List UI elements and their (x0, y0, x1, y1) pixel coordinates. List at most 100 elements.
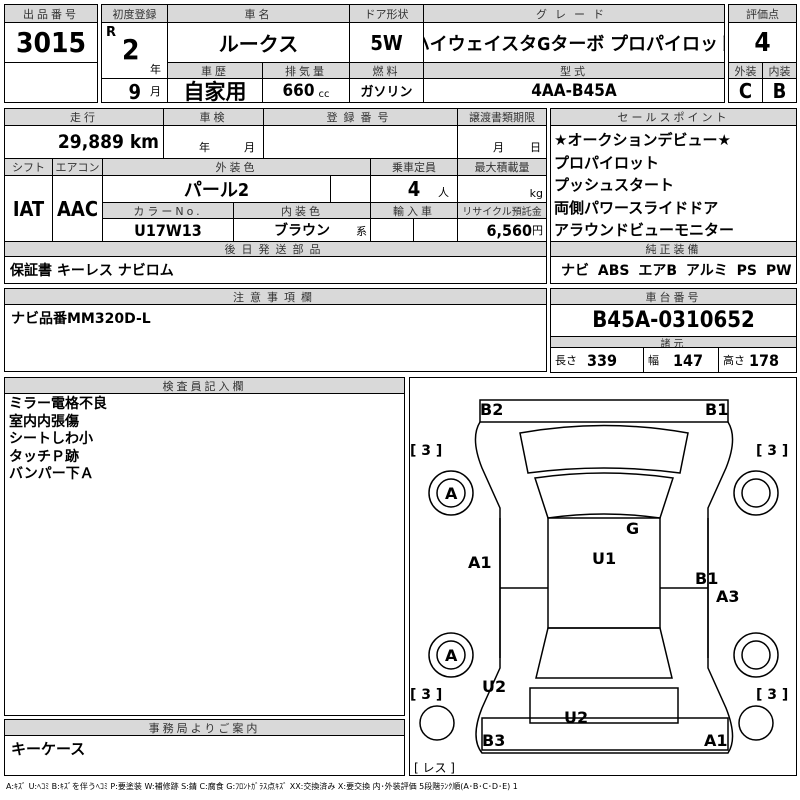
fuel-label: 燃料 (349, 62, 424, 79)
capacity-value: 4 (407, 177, 421, 201)
rear-window (535, 627, 673, 679)
reg-number-label: 登録番号 (263, 108, 458, 126)
mark: [ レス ] (414, 761, 455, 775)
chassis-label: 車台番号 (550, 288, 797, 305)
fuel-value: ガソリン (349, 78, 424, 103)
mark: G (626, 519, 639, 538)
max-load: kg (457, 175, 547, 203)
shift-label: シフト (4, 158, 53, 176)
import-cell-2 (413, 218, 458, 242)
transfer-label: 譲渡書類期限 (457, 108, 547, 126)
color-no-label: カラーNo. (102, 202, 234, 219)
wheel-rl (428, 632, 474, 678)
history-value: 自家用 (167, 78, 263, 103)
inspector-label: 検査員記入欄 (4, 377, 405, 394)
mark: U2 (564, 708, 588, 727)
first-reg-month: 9 月 (101, 78, 168, 103)
mark: [ 3 ] (756, 443, 788, 459)
mileage-label: 走行 (4, 108, 164, 126)
lot-number: 3015 (4, 22, 98, 63)
era: R (106, 25, 117, 40)
displacement: 660 cc (262, 78, 350, 103)
rear-bumper (481, 717, 729, 751)
wheel-rr (733, 632, 779, 678)
later-parts-label: 後日発送部品 (4, 241, 547, 257)
mark: [ 3 ] (410, 443, 442, 459)
height-label: 高さ (723, 354, 745, 367)
spare-wheel-left (419, 705, 455, 741)
max-load-label: 最大積載量 (457, 158, 547, 176)
sales-point: プッシュスタート (554, 176, 675, 194)
mark: A (445, 646, 458, 665)
length-label: 長さ (555, 354, 577, 367)
mark: U1 (592, 549, 616, 568)
legend: A:ｷｽﾞ U:ﾍｺﾐ B:ｷｽﾞを伴うﾍｺﾐ P:要塗装 W:補修跡 S:錆 … (6, 782, 518, 791)
width-value: 147 (673, 350, 704, 370)
lot-blank (4, 62, 98, 103)
damage-diagram: B2 B1 [ 3 ] [ 3 ] A G U1 A1 B1 A3 A [ 3 … (409, 377, 797, 776)
body-outline (474, 421, 734, 754)
reg-number-value (263, 125, 458, 159)
inspection-month-unit: 月 (244, 141, 255, 154)
recycle-value: 6,560 (486, 220, 532, 240)
transfer-value: 月 日 (457, 125, 547, 159)
capacity-unit: 人 (438, 186, 449, 199)
exterior-label: 外装 (728, 62, 763, 79)
int-color-suffix: 系 (356, 225, 367, 238)
displacement-label: 排気量 (262, 62, 350, 79)
tailgate (529, 687, 679, 724)
door-label: ドア形状 (349, 4, 424, 23)
inspector-note: ミラー電格不良 (9, 396, 107, 412)
year-value: 2 (122, 33, 140, 66)
later-parts-value: 保証書 キーレス ナビロム (4, 256, 547, 284)
mark: U2 (482, 677, 506, 696)
int-color-value: ブラウン (274, 223, 330, 239)
mileage-value: 29,889 km (4, 125, 164, 159)
month-unit: 月 (150, 85, 161, 98)
inspector-note: バンパー下Ａ (9, 466, 94, 482)
first-reg-label: 初度登録 (101, 4, 168, 23)
car-name: ルークス (167, 22, 350, 63)
mark: B1 (695, 569, 718, 588)
score-value: 4 (728, 22, 797, 63)
recycle-label: リサイクル預託金 (457, 202, 547, 219)
hood (519, 424, 689, 474)
model-value: 4AA-B45A (423, 78, 725, 103)
import-cell-1 (370, 218, 414, 242)
aircon-label: エアコン (52, 158, 103, 176)
roof (547, 517, 661, 629)
spare-wheel-right (738, 705, 774, 741)
mark: [ 3 ] (410, 687, 442, 703)
import-label: 輸入車 (370, 202, 458, 219)
equipment-value: ナビ ABS エアB アルミ PS PW (550, 256, 797, 284)
interior-grade: B (762, 78, 797, 103)
sales-point: 両側パワースライドドア (554, 198, 719, 217)
capacity-label: 乗車定員 (370, 158, 458, 176)
inspector-note: タッチＰ跡 (9, 448, 79, 465)
wheel-fr (733, 470, 779, 516)
doors (499, 518, 709, 658)
office-label: 事務局よりご案内 (4, 719, 405, 736)
inspector-notes: ミラー電格不良 室内内張傷 シートしわ小 タッチＰ跡 バンパー下Ａ (4, 393, 405, 716)
first-reg-year: R 2 年 (101, 22, 168, 79)
door-value: 5W (349, 22, 424, 63)
transfer-month-unit: 月 (493, 141, 504, 154)
notes-value: ナビ品番MM320D-L (4, 304, 547, 372)
aircon-value: AAC (52, 175, 103, 242)
recycle-unit: 円 (532, 224, 543, 237)
sales-point: アラウンドビューモニター (554, 221, 735, 239)
mark: B2 (480, 400, 503, 419)
color-no-value: U17W13 (102, 218, 234, 242)
mark: A3 (716, 587, 740, 606)
width-label: 幅 (648, 354, 659, 367)
inspector-note: 室内内張傷 (9, 413, 79, 430)
mark: A1 (704, 731, 728, 750)
grade-value: ハイウェイスタGターボ プロパイロット (423, 22, 725, 63)
history-label: 車歴 (167, 62, 263, 79)
mark: B1 (705, 400, 728, 419)
capacity: 4 人 (370, 175, 458, 203)
exterior-grade: C (728, 78, 763, 103)
chassis-value: B45A-0310652 (550, 304, 797, 337)
